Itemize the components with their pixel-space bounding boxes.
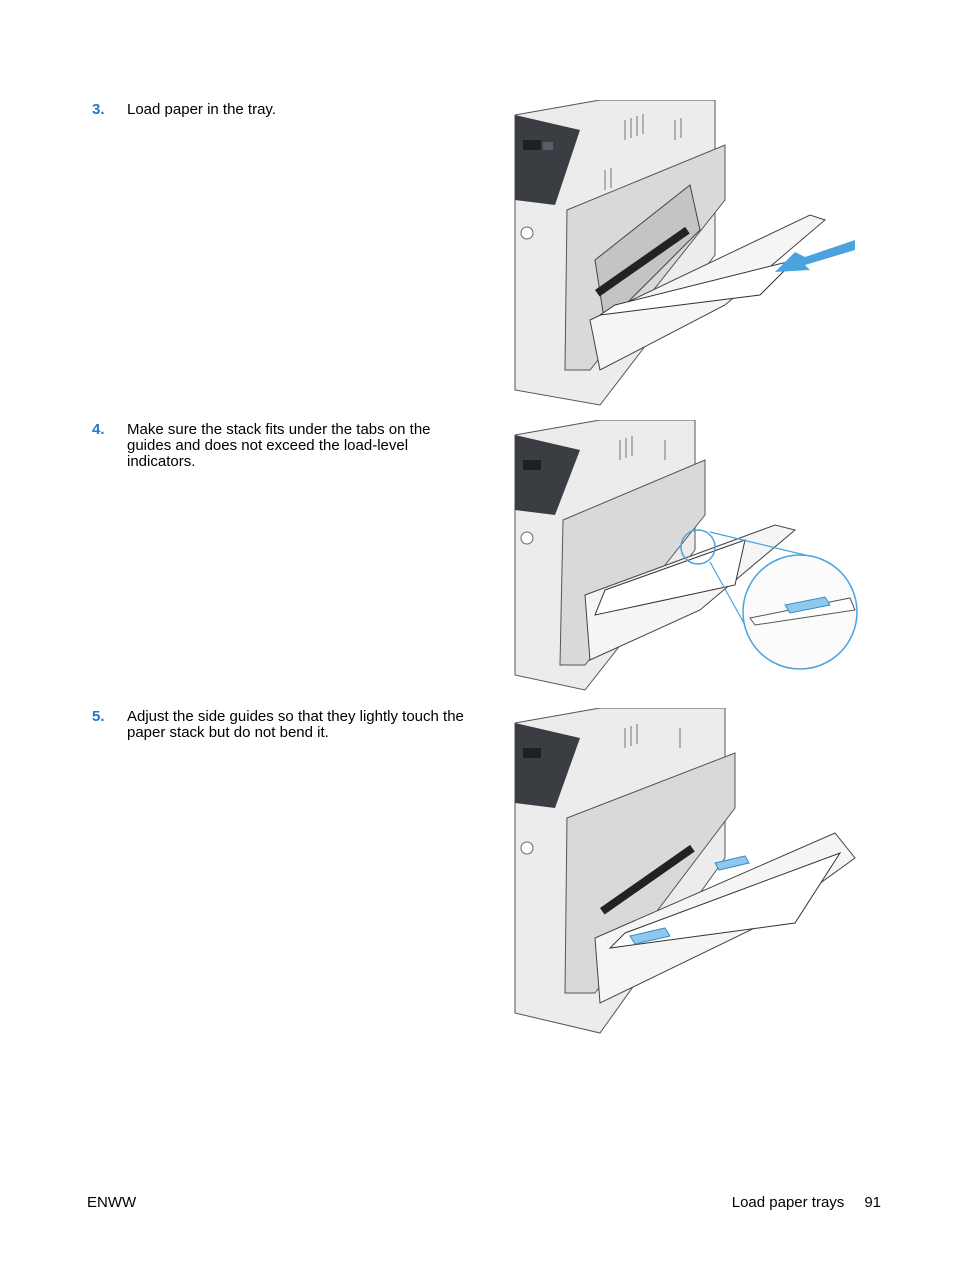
step-text: Make sure the stack fits under the tabs …: [127, 421, 431, 470]
step-text: Load paper in the tray.: [127, 101, 276, 118]
printer-stack-height-illustration: [514, 420, 858, 691]
printer-load-paper-illustration: [514, 100, 855, 406]
page-number: 91: [864, 1194, 881, 1211]
step-number: 5.: [92, 708, 105, 725]
step-number: 3.: [92, 101, 105, 118]
step-text: Adjust the side guides so that they ligh…: [127, 708, 464, 741]
step-number: 4.: [92, 421, 105, 438]
footer-right: Load paper trays 91: [732, 1194, 881, 1211]
printer-side-guides-illustration: [514, 708, 856, 1034]
footer-section: Load paper trays: [731, 1194, 845, 1211]
footer-left: ENWW: [87, 1194, 137, 1211]
